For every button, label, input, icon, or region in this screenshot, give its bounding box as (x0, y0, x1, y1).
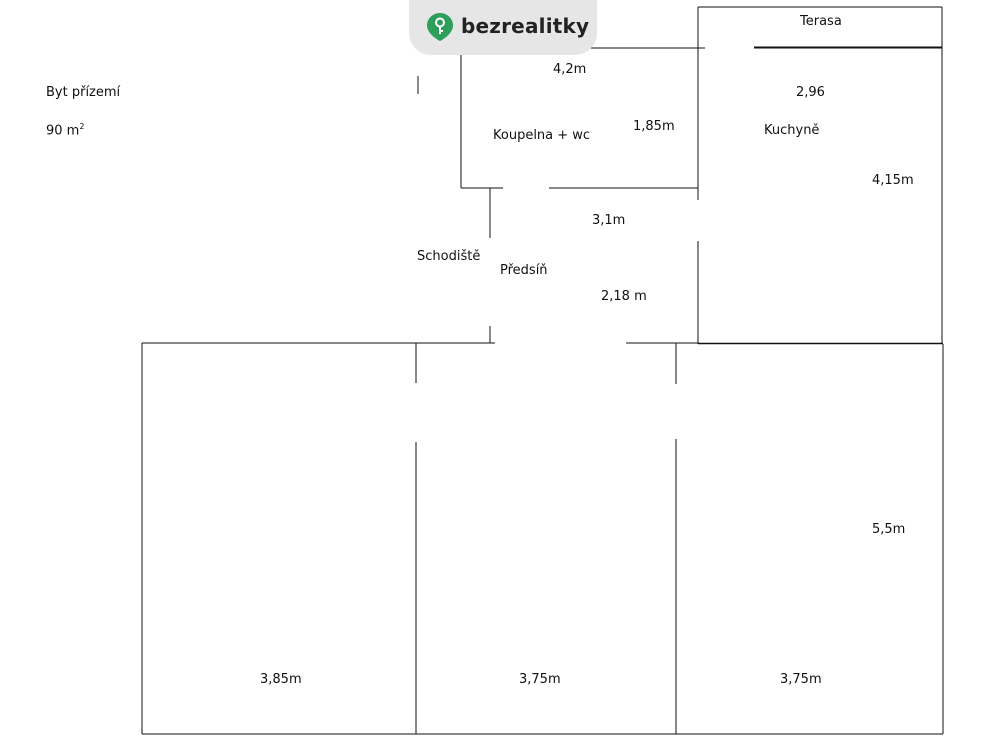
apartment-area-value: 90 m (46, 123, 80, 139)
room-label-terasa: Terasa (800, 14, 842, 29)
dim-koupelna-depth: 1,85m (633, 119, 675, 134)
room-label-predsin: Předsíň (500, 263, 548, 278)
dim-kuchyne-width: 2,96 (796, 85, 825, 100)
apartment-area: 90 m2 (46, 119, 84, 138)
dim-kuchyne-depth: 4,15m (872, 173, 914, 188)
dim-predsin-width: 3,1m (592, 213, 626, 228)
dim-room-left-width: 3,85m (260, 672, 302, 687)
room-label-kuchyne: Kuchyně (764, 123, 820, 138)
logo-badge: bezrealitky (409, 0, 597, 55)
dim-room-right-width: 3,75m (780, 672, 822, 687)
dim-predsin-depth: 2,18 m (601, 289, 647, 304)
dim-room-middle-width: 3,75m (519, 672, 561, 687)
apartment-area-unit: 2 (79, 122, 85, 131)
room-label-koupelna: Koupelna + wc (493, 128, 591, 143)
logo-text: bezrealitky (461, 14, 590, 38)
apartment-title: Byt přízemí (46, 85, 121, 100)
dim-koupelna-width: 4,2m (553, 62, 587, 77)
dim-room-right-depth: 5,5m (872, 522, 906, 537)
room-label-schodiste: Schodiště (417, 249, 481, 264)
location-pin-key-icon (427, 13, 453, 41)
